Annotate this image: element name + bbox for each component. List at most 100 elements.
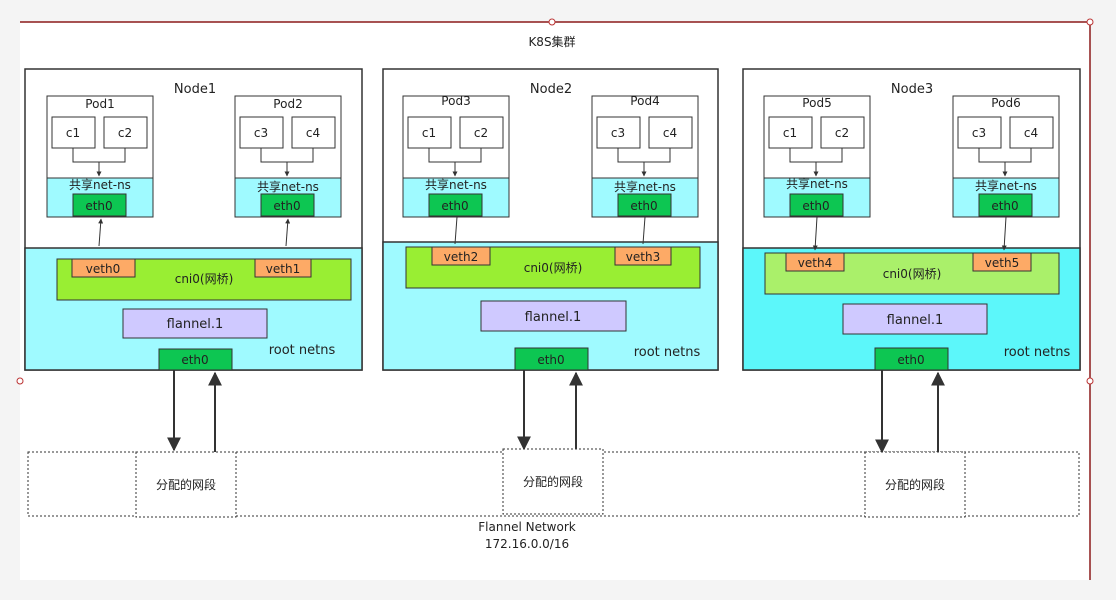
container-label: c3 xyxy=(254,126,268,140)
node-3: Node3 root netns cni0(网桥) veth4 veth5 fl… xyxy=(742,68,1081,454)
pod-eth-box xyxy=(789,193,844,217)
container-box xyxy=(51,116,96,149)
veth-box xyxy=(785,252,845,272)
veth-label: veth4 xyxy=(798,256,832,270)
container-label: c3 xyxy=(611,126,625,140)
bridge-label: cni0(网桥) xyxy=(883,267,942,281)
selection-handle[interactable] xyxy=(1086,18,1094,26)
container-label: c3 xyxy=(972,126,986,140)
node-1: Node1 root netns cni0(网桥) veth0 veth1 fl… xyxy=(24,68,363,452)
container-box xyxy=(648,116,693,149)
subnet-segment-label: 分配的网段 xyxy=(523,474,583,489)
container-label: c2 xyxy=(118,126,132,140)
container-box xyxy=(596,116,641,149)
container-box xyxy=(1009,116,1054,149)
selection-handle[interactable] xyxy=(16,377,24,385)
node-eth-box xyxy=(514,347,589,371)
selection-handle[interactable] xyxy=(548,18,556,26)
flannel-box xyxy=(480,300,627,332)
bridge-label: cni0(网桥) xyxy=(524,261,583,275)
pod-eth-box xyxy=(260,193,315,217)
cluster-title: K8S集群 xyxy=(528,34,575,49)
veth-label: veth2 xyxy=(444,250,478,264)
node-eth-label: eth0 xyxy=(181,353,208,367)
flannel-label: flannel.1 xyxy=(167,317,224,332)
pod-title: Pod5 xyxy=(802,96,831,110)
pod-to-veth-arrow xyxy=(1001,216,1007,251)
container-label: c1 xyxy=(422,126,436,140)
container-label: c2 xyxy=(835,126,849,140)
container-label: c1 xyxy=(66,126,80,140)
bridge-label: cni0(网桥) xyxy=(175,272,234,286)
pod-eth-label: eth0 xyxy=(630,199,657,213)
pod-eth-box xyxy=(428,193,483,217)
veth-box xyxy=(254,258,312,278)
node-eth-box xyxy=(158,348,233,371)
pod-title: Pod3 xyxy=(441,94,470,108)
subnet-segment-box xyxy=(502,448,604,515)
root-netns-label: root netns xyxy=(1004,345,1071,360)
veth-to-pod-link xyxy=(454,216,458,245)
node-eth-label: eth0 xyxy=(537,353,564,367)
flannel-box xyxy=(122,308,268,339)
subnet-segment-box xyxy=(864,451,966,518)
netns-label: 共享net-ns xyxy=(786,176,848,191)
flannel-label: flannel.1 xyxy=(887,313,944,328)
container-label: c4 xyxy=(306,126,320,140)
netns-label: 共享net-ns xyxy=(69,177,131,192)
container-box xyxy=(820,116,865,149)
container-box xyxy=(239,116,284,149)
flannel-box xyxy=(842,303,988,335)
subnet-segment-label: 分配的网段 xyxy=(885,477,945,492)
root-netns-label: root netns xyxy=(634,345,701,360)
pod-title: Pod1 xyxy=(85,97,114,111)
veth-label: veth5 xyxy=(985,256,1019,270)
netns-label: 共享net-ns xyxy=(614,179,676,194)
pod-eth-label: eth0 xyxy=(441,199,468,213)
pod-to-veth-arrow xyxy=(812,216,818,251)
node-title: Node1 xyxy=(174,82,216,97)
pod-title: Pod4 xyxy=(630,94,659,108)
subnet-segment-box xyxy=(135,451,237,518)
container-label: c2 xyxy=(474,126,488,140)
container-label: c4 xyxy=(1024,126,1038,140)
pod-title: Pod6 xyxy=(991,96,1020,110)
veth-box xyxy=(614,246,672,266)
pod-eth-label: eth0 xyxy=(85,199,112,213)
veth-label: veth0 xyxy=(86,262,120,276)
veth-box xyxy=(431,246,491,266)
node-eth-box xyxy=(874,347,949,371)
veth-to-pod-link xyxy=(642,216,646,245)
veth-box xyxy=(71,258,136,278)
flannel-network-title: Flannel Network xyxy=(478,520,575,534)
netns-label: 共享net-ns xyxy=(975,178,1037,193)
pod-eth-label: eth0 xyxy=(802,199,829,213)
pod-eth-box xyxy=(978,193,1033,217)
selection-handle[interactable] xyxy=(1086,377,1094,385)
flannel-network-cidr: 172.16.0.0/16 xyxy=(485,537,569,551)
container-label: c1 xyxy=(783,126,797,140)
veth-to-pod-arrow xyxy=(285,218,291,247)
veth-label: veth1 xyxy=(266,262,300,276)
pod-eth-box xyxy=(72,193,127,217)
node-2: Node2 root netns cni0(网桥) veth2 veth3 fl… xyxy=(382,68,719,451)
pod-title: Pod2 xyxy=(273,97,302,111)
pod-eth-box xyxy=(617,193,672,217)
subnet-segment-label: 分配的网段 xyxy=(156,477,216,492)
node-title: Node3 xyxy=(891,82,933,97)
veth-label: veth3 xyxy=(626,250,660,264)
veth-to-pod-arrow xyxy=(98,218,104,247)
flannel-label: flannel.1 xyxy=(525,310,582,325)
netns-label: 共享net-ns xyxy=(257,179,319,194)
veth-box xyxy=(972,252,1032,272)
pod-eth-label: eth0 xyxy=(273,199,300,213)
node-title: Node2 xyxy=(530,82,572,97)
container-box xyxy=(957,116,1002,149)
netns-label: 共享net-ns xyxy=(425,177,487,192)
root-netns-label: root netns xyxy=(269,343,336,358)
container-box xyxy=(459,116,504,149)
node-eth-label: eth0 xyxy=(897,353,924,367)
container-label: c4 xyxy=(663,126,677,140)
pod-eth-label: eth0 xyxy=(991,199,1018,213)
